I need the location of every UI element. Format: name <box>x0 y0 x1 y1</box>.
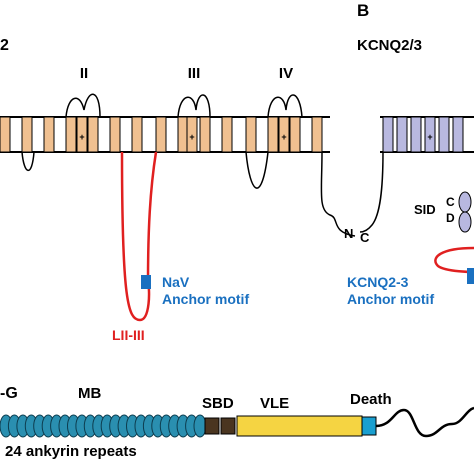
panel-a-nav-channel: 2 + + + <box>0 37 370 343</box>
voltage-sensor-segments-a: + + + <box>76 116 290 153</box>
domain-label-iii: III <box>188 65 201 82</box>
kcnq-voltage-sensor <box>424 116 436 153</box>
svg-text:+: + <box>281 132 286 142</box>
c-terminus-label: C <box>360 230 370 245</box>
panel-c-ankyrin-g: -G MB SBD VLE Death 24 ankyrin repeats <box>0 385 474 460</box>
loop-ii-iii-label: LII-III <box>112 327 145 343</box>
ankyrin-repeats-label: 24 ankyrin repeats <box>5 443 137 460</box>
ankyrin-repeat <box>193 414 207 438</box>
panel-b-kcnq-channel: B KCNQ2/3 + N SID C D KCNQ2-3 Anchor mot… <box>344 1 474 307</box>
mb-domain-label: MB <box>78 385 101 402</box>
sid-label: SID <box>414 202 436 217</box>
kcnq-transmembrane-segments <box>382 116 464 153</box>
kcnq-n-terminus-tail <box>359 151 384 233</box>
c-terminus-tail <box>320 151 356 237</box>
sbd-block-1 <box>204 417 220 435</box>
sbd-domain-label: SBD <box>202 395 234 412</box>
kcnq-motif-label-line1: KCNQ2-3 <box>347 274 409 290</box>
helix-d-label: D <box>446 211 455 225</box>
vle-region <box>236 415 363 437</box>
extracellular-loop-ii <box>65 93 101 118</box>
sbd-block-2 <box>220 417 236 435</box>
helix-c <box>458 191 472 213</box>
domain-label-ii: II <box>80 65 88 82</box>
nav-motif-label-line1: NaV <box>162 274 190 290</box>
panel-b-letter: B <box>357 1 369 20</box>
ankyrin-repeats <box>0 414 207 438</box>
panel-a-title-fragment: 2 <box>0 37 9 54</box>
panel-c-title-fragment: -G <box>0 385 18 402</box>
panel-b-title: KCNQ2/3 <box>357 37 422 54</box>
death-domain-label: Death <box>350 391 392 408</box>
extracellular-loop-iii <box>177 94 211 118</box>
vle-domain-label: VLE <box>260 395 289 412</box>
death-domain <box>361 416 377 436</box>
helix-c-label: C <box>446 195 455 209</box>
nav-motif-label-line2: Anchor motif <box>162 291 249 307</box>
transmembrane-segments-a <box>0 116 323 153</box>
domain-label-iv: IV <box>279 65 293 82</box>
kcnq-anchor-motif-marker <box>467 268 474 284</box>
nav-anchor-motif-marker <box>141 275 151 289</box>
ankyrin-c-terminal-tail <box>375 406 474 438</box>
kcnq-n-terminus-label: N <box>344 226 353 241</box>
helix-d <box>458 211 472 233</box>
intracellular-loop-1 <box>21 151 35 172</box>
svg-text:+: + <box>79 132 84 142</box>
svg-text:+: + <box>189 132 194 142</box>
intracellular-loop-iii-iv <box>245 151 269 189</box>
loop-ii-iii <box>120 151 158 322</box>
svg-text:+: + <box>427 132 432 142</box>
kcnq-motif-label-line2: Anchor motif <box>347 291 434 307</box>
extracellular-loop-iv <box>267 94 303 118</box>
